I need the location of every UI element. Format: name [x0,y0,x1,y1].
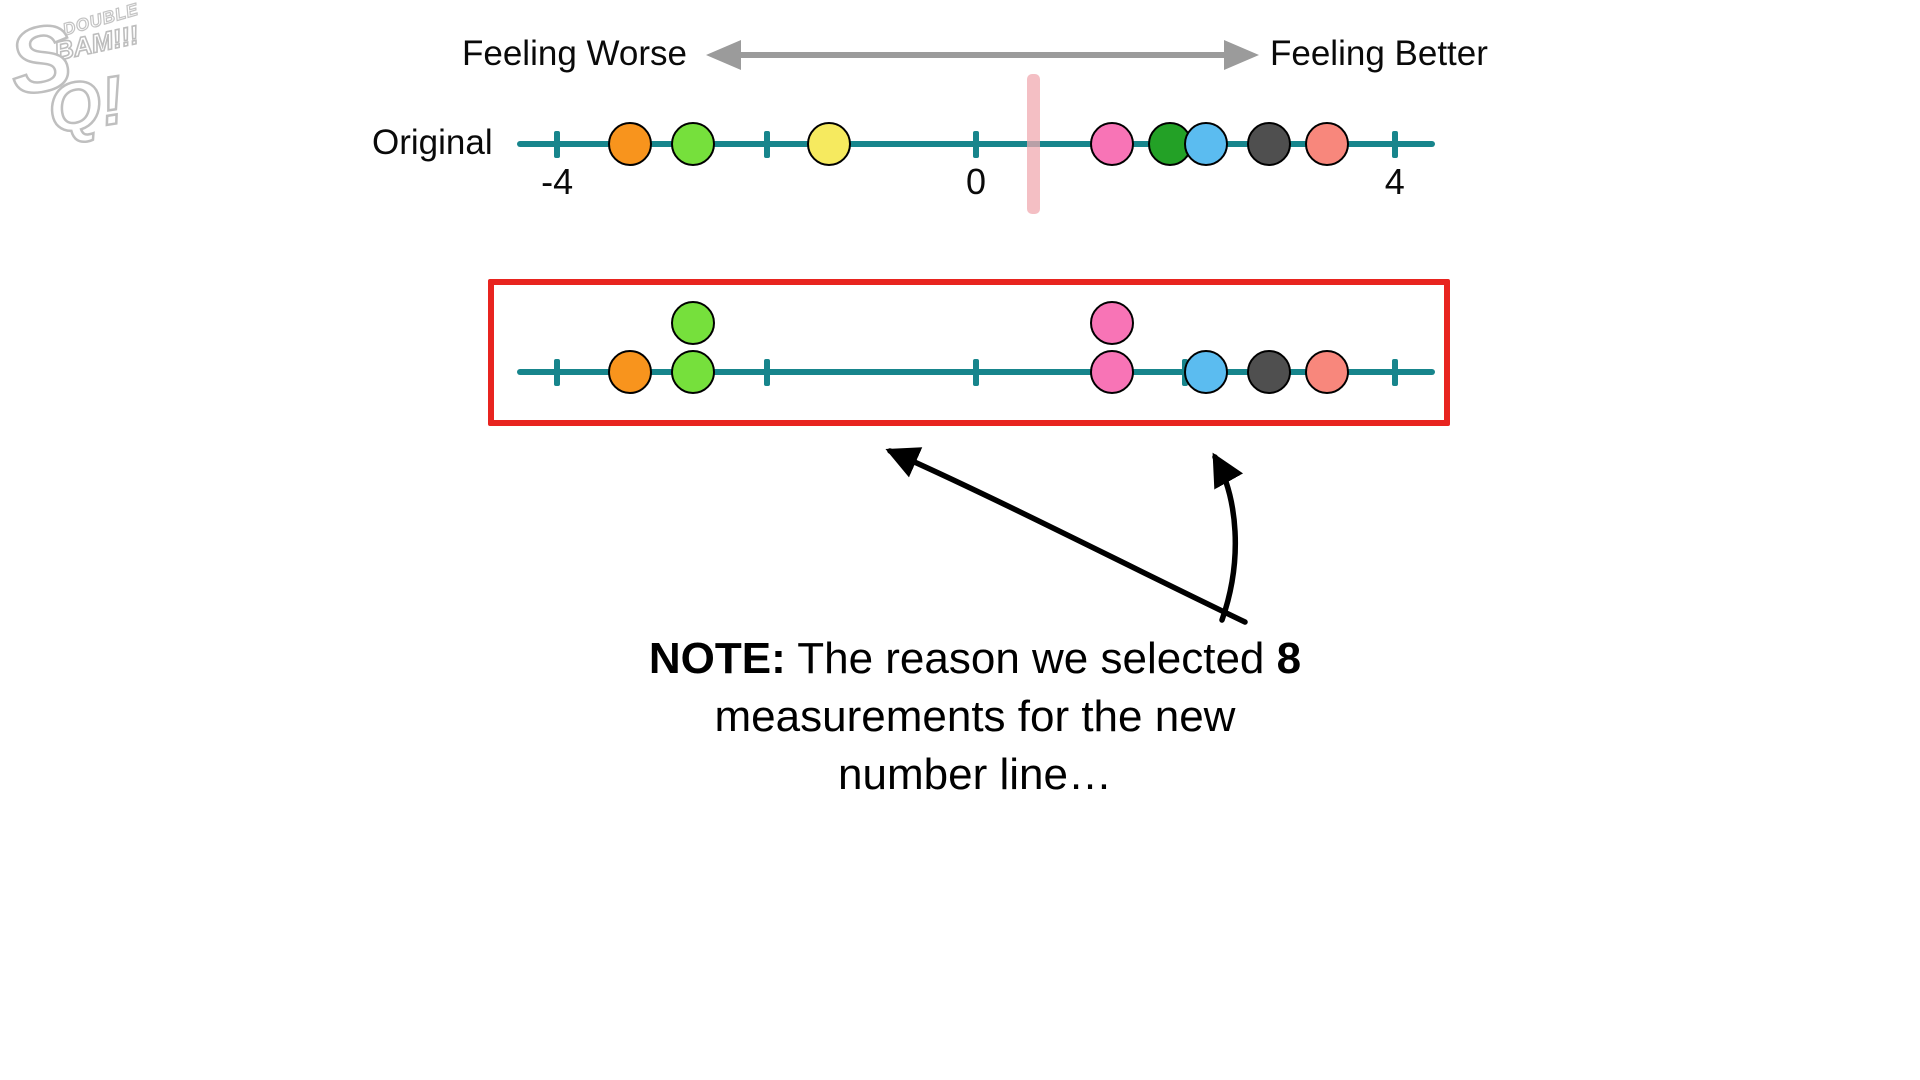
axis-tick [554,130,561,158]
data-point-orange [608,122,653,166]
feeling-better-label: Feeling Better [1270,34,1488,73]
data-point-yellow [807,122,852,166]
axis-tick [973,358,979,386]
data-point-light-green [671,350,716,394]
data-point-light-green [671,122,716,166]
feeling-worse-label: Feeling Worse [462,34,688,73]
note-emphasis-8: 8 [1276,634,1302,683]
data-point-pink [1090,122,1135,166]
data-point-salmon [1304,350,1349,394]
data-point-dark-gray [1247,122,1292,166]
axis-tick [554,358,561,386]
axis-tick [1391,358,1398,386]
data-point-dark-gray [1247,350,1292,394]
data-point-light-green [671,301,716,345]
axis-tick-label: 0 [965,161,987,202]
note-text: NOTE: The reason we selected 8 measureme… [430,630,1520,804]
note-line-1-body: The reason we selected [785,634,1277,683]
note-line-1: NOTE: The reason we selected 8 [430,630,1520,688]
axis-tick-label: -4 [541,161,574,202]
data-point-pink [1090,301,1135,345]
axis-tick [763,358,770,386]
original-line-label: Original [372,123,493,162]
note-line-2: measurements for the new [714,692,1236,741]
threshold-marker [1027,74,1041,214]
data-point-orange [608,350,653,394]
axis-tick-label: 4 [1384,161,1405,202]
data-point-pink [1090,350,1135,394]
data-point-blue [1184,350,1229,394]
data-point-salmon [1304,122,1349,166]
axis-tick [973,130,979,158]
note-prefix: NOTE: [648,634,786,683]
axis-tick [1391,130,1398,158]
axis-tick [763,130,770,158]
data-point-blue [1184,122,1229,166]
bootstrap-sample-box [488,279,1450,426]
note-line-3: number line… [838,750,1112,799]
